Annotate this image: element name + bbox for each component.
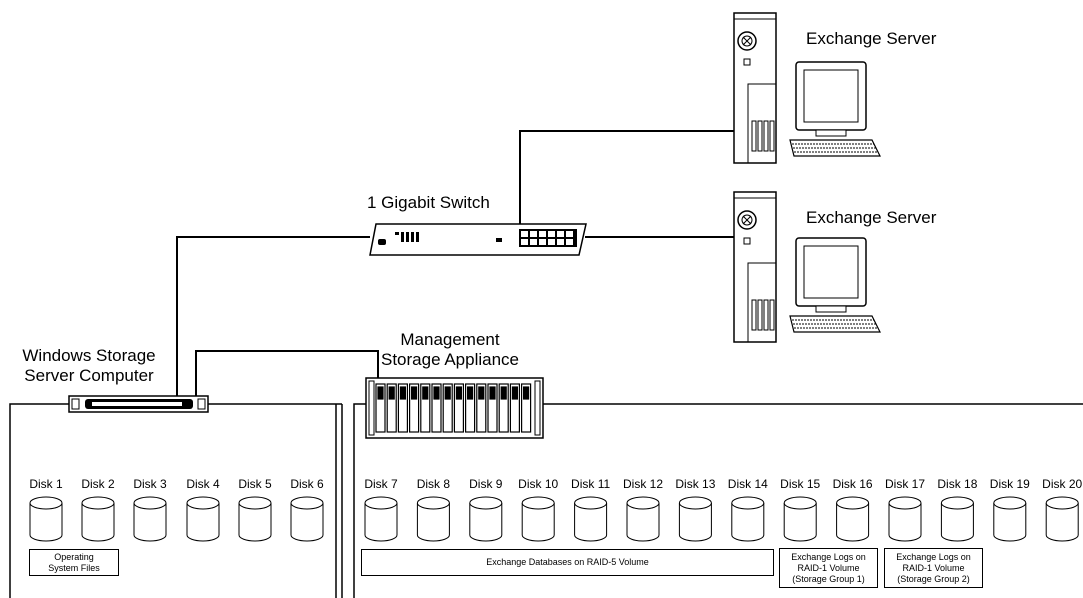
drive-bay [487, 383, 498, 433]
disk-label: Disk 9 [469, 477, 503, 491]
disk-icon [364, 496, 398, 542]
disk-label: Disk 1 [29, 477, 63, 491]
disk-icon [993, 496, 1027, 542]
disk-icon [888, 496, 922, 542]
drive-bay [465, 383, 476, 433]
disk-icon [626, 496, 660, 542]
drive-bay [509, 383, 520, 433]
disk-label: Disk 13 [675, 477, 716, 491]
storage-server-label: Windows Storage Server Computer [4, 346, 174, 386]
appliance-label: Management Storage Appliance [370, 330, 530, 370]
disk-icon [940, 496, 974, 542]
disk-icon [574, 496, 608, 542]
drive-bay [386, 383, 397, 433]
disk-label: Disk 2 [81, 477, 115, 491]
disk-label: Disk 16 [832, 477, 873, 491]
disk-label: Disk 15 [780, 477, 821, 491]
disk-icon [731, 496, 765, 542]
drive-bay [420, 383, 431, 433]
disk-icon [133, 496, 167, 542]
disk-label: Disk 12 [622, 477, 663, 491]
disk-icon [678, 496, 712, 542]
exchange-db-volume-box: Exchange Databases on RAID-5 Volume [361, 549, 774, 576]
disk-label: Disk 8 [416, 477, 451, 491]
disk-label: Disk 19 [989, 477, 1030, 491]
drive-bay [375, 383, 386, 433]
disk-icon [29, 496, 63, 542]
logs-sg2-volume-box: Exchange Logs on RAID-1 Volume (Storage … [884, 548, 983, 588]
disk-icon [469, 496, 503, 542]
disk-label: Disk 11 [571, 477, 611, 491]
switch-label: 1 Gigabit Switch [367, 193, 490, 212]
disk-icon [783, 496, 817, 542]
disk-label: Disk 4 [186, 477, 220, 491]
disk-label: Disk 10 [518, 477, 559, 491]
disk-label: Disk 5 [238, 477, 272, 491]
appliance-label-line1: Management [400, 330, 500, 349]
disk-icon [81, 496, 115, 542]
drive-bay [476, 383, 487, 433]
disk-icon [290, 496, 324, 542]
drive-bay [397, 383, 408, 433]
storage-server-label-line1: Windows Storage [22, 346, 156, 365]
drive-bay [498, 383, 509, 433]
appliance-label-line2: Storage Appliance [381, 350, 519, 369]
disk-label: Disk 18 [937, 477, 978, 491]
disk-icon [416, 496, 450, 542]
disk-icon [238, 496, 272, 542]
logs-sg1-volume-box: Exchange Logs on RAID-1 Volume (Storage … [779, 548, 878, 588]
os-files-volume-box: Operating System Files [29, 549, 119, 576]
drive-bay [409, 383, 420, 433]
disk-label: Disk 7 [364, 477, 398, 491]
drive-bay [453, 383, 464, 433]
storage-server-icon [68, 395, 209, 413]
enclosure-lines [9, 403, 1083, 598]
exchange-server-1-label: Exchange Server [806, 29, 937, 48]
disk-icon [186, 496, 220, 542]
disk-label: Disk 3 [133, 477, 167, 491]
storage-server-label-line2: Server Computer [24, 366, 154, 385]
disk-label: Disk 6 [290, 477, 324, 491]
storage-appliance-icon [365, 377, 544, 439]
gigabit-switch-icon [369, 223, 587, 256]
disk-label: Disk 14 [727, 477, 768, 491]
drive-bay [442, 383, 453, 433]
disk-icon [521, 496, 555, 542]
disk-label: Disk 20 [1042, 477, 1083, 491]
drive-bay [431, 383, 442, 433]
disk-label: Disk 17 [884, 477, 925, 491]
disk-icon [836, 496, 870, 542]
drive-bay [520, 383, 532, 433]
exchange-server-2-label: Exchange Server [806, 208, 937, 227]
disk-icon [1045, 496, 1079, 542]
